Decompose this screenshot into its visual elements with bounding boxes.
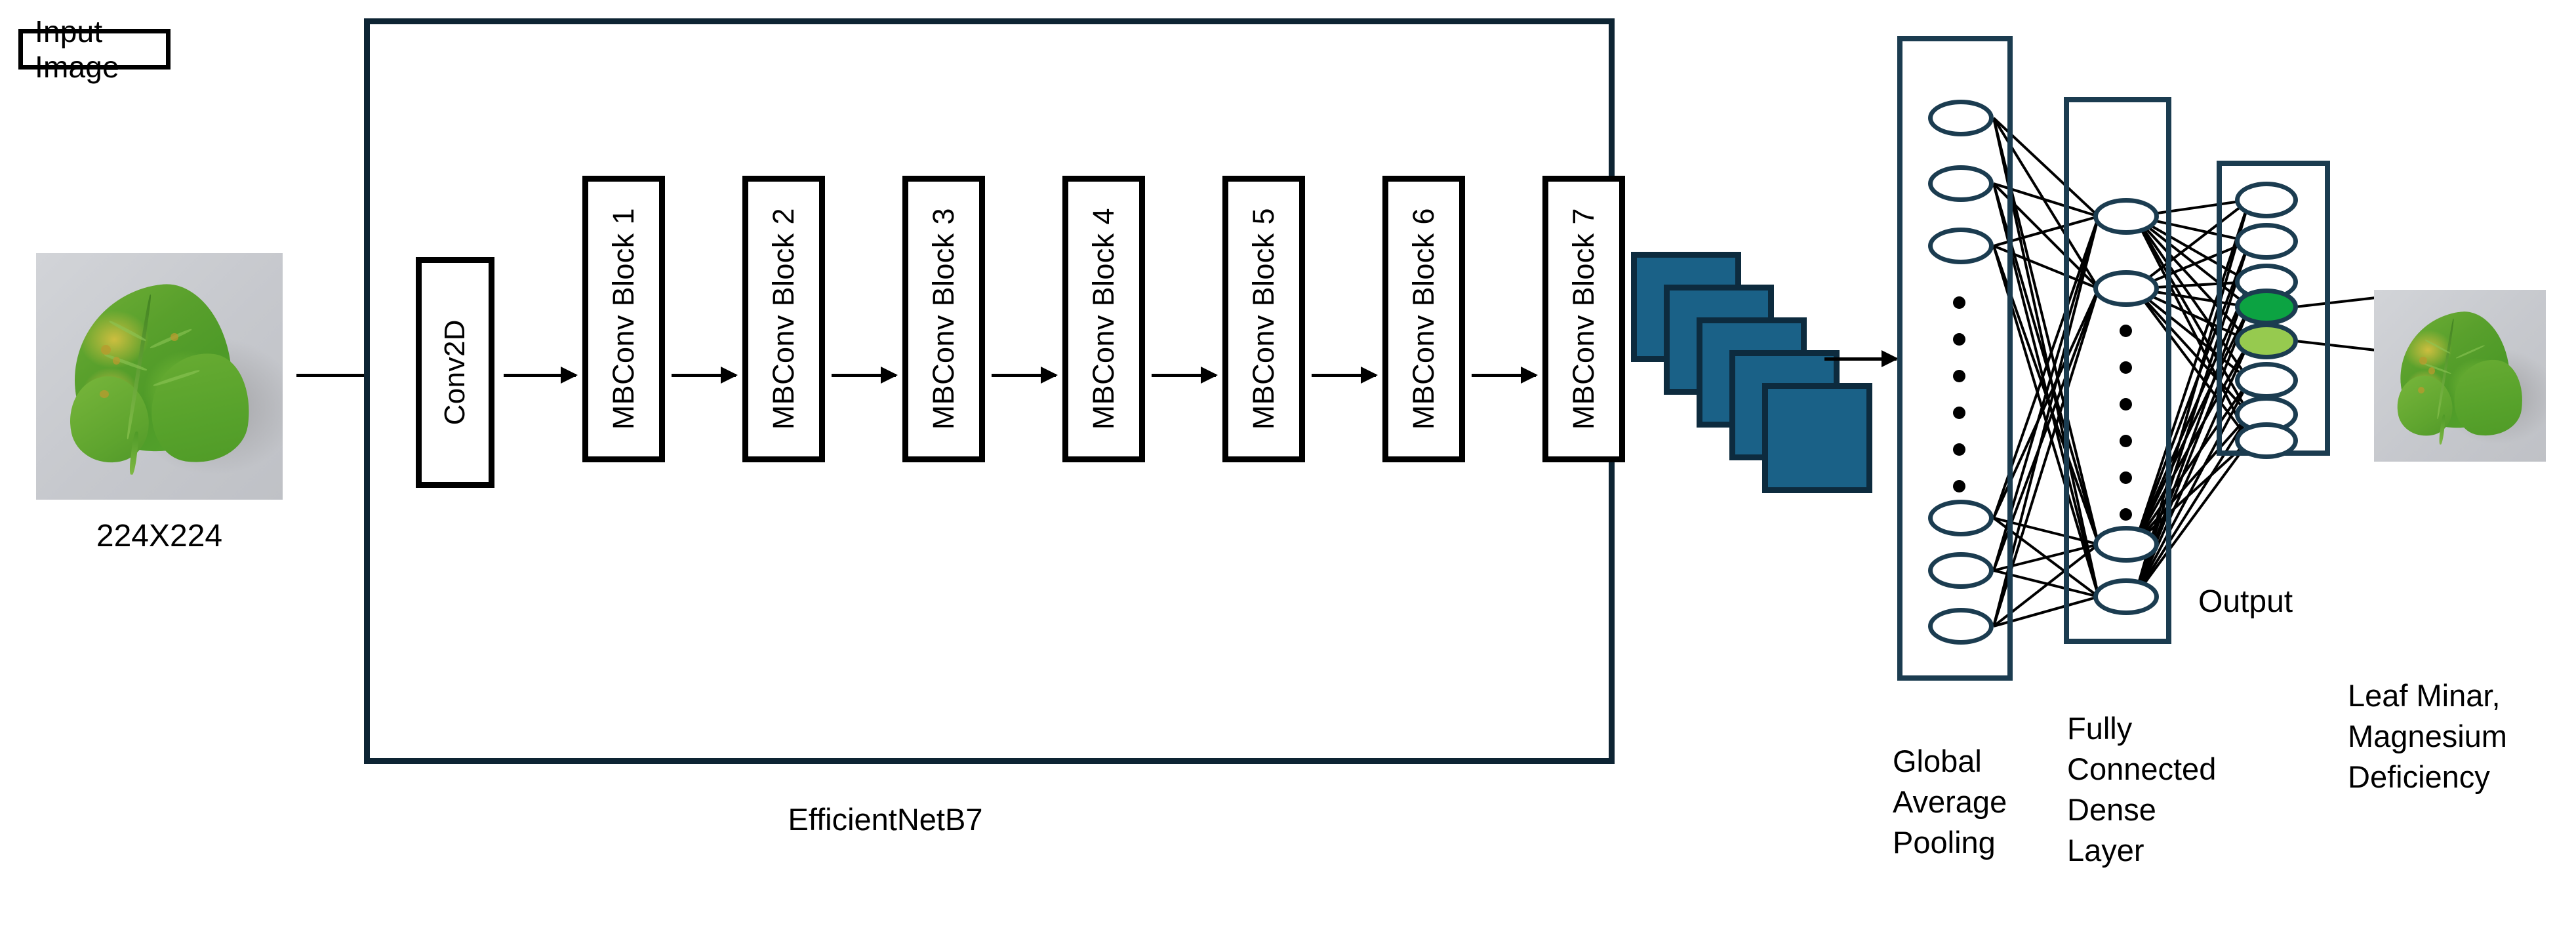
input-image-label: Input Image [18, 14, 171, 84]
mbconv-block-7[interactable]: MBConv Block 7 [1542, 176, 1625, 462]
input-leaf-photo [36, 253, 283, 500]
gap-node [1928, 228, 1994, 264]
input-image-label-text: Input Image [35, 14, 119, 84]
output-node-highlighted-secondary [2235, 323, 2298, 359]
gap-node [1928, 608, 1994, 645]
output-node-highlighted-primary [2235, 289, 2298, 325]
arrow-block1-to-block2 [672, 367, 738, 384]
mbconv-block-5[interactable]: MBConv Block 5 [1222, 176, 1305, 462]
gap-caption-line: Global [1893, 744, 1982, 778]
dense-ellipsis-dot [2120, 398, 2132, 410]
global-average-pooling-caption: Global Average Pooling [1893, 741, 2011, 863]
arrow-block3-to-block4 [992, 367, 1058, 384]
arrow-block5-to-block6 [1312, 367, 1378, 384]
feature-map-5 [1762, 383, 1872, 493]
mbconv-block-7-label: MBConv Block 7 [1567, 208, 1600, 430]
arrow-conv2d-to-block1 [504, 367, 578, 384]
efficientnet-caption: EfficientNetB7 [788, 802, 983, 837]
prediction-leaf-photo [2374, 290, 2546, 462]
output-node [2235, 422, 2298, 459]
gap-node [1928, 500, 1994, 536]
gap-node [1928, 552, 1994, 589]
dense-caption-line: Dense [2067, 792, 2156, 827]
mbconv-block-3[interactable]: MBConv Block 3 [902, 176, 985, 462]
dense-node [2093, 198, 2159, 235]
input-size-caption: 224X224 [96, 519, 223, 553]
leaf-shape [2391, 307, 2528, 445]
chlorosis-spot [171, 332, 178, 341]
gap-node [1928, 165, 1994, 202]
arrow-featuremaps-to-gap [1824, 350, 1899, 367]
chlorosis-spot [99, 390, 109, 399]
chlorosis-spot [112, 356, 120, 365]
dense-ellipsis-dot [2120, 508, 2132, 521]
chlorosis-spot [2428, 367, 2436, 374]
output-node [2235, 223, 2298, 260]
arrow-block6-to-block7 [1472, 367, 1538, 384]
fully-connected-dense-layer-box [2064, 97, 2171, 644]
chlorosis-spot [2419, 356, 2428, 365]
output-node [2235, 362, 2298, 399]
output-node [2235, 182, 2298, 218]
arrow-block2-to-block3 [832, 367, 898, 384]
output-layer-caption: Output [2198, 584, 2293, 619]
dense-node [2093, 578, 2159, 615]
prediction-caption-line: Deficiency [2348, 759, 2490, 794]
leaf-shape [61, 277, 257, 475]
fully-connected-dense-layer-caption: Fully Connected Dense Layer [2067, 708, 2251, 871]
dense-node [2093, 270, 2159, 307]
prediction-caption-line: Leaf Minar, [2348, 678, 2501, 713]
dense-ellipsis-dot [2120, 435, 2132, 447]
gap-caption-line: Pooling [1893, 825, 1996, 860]
gap-node [1928, 100, 1994, 136]
conv2d-block-label: Conv2D [439, 319, 471, 426]
dense-caption-line: Layer [2067, 833, 2144, 868]
dense-node [2093, 526, 2159, 563]
mbconv-block-6-label: MBConv Block 6 [1407, 208, 1440, 430]
mbconv-block-6[interactable]: MBConv Block 6 [1382, 176, 1465, 462]
dense-caption-line: Fully [2067, 711, 2133, 746]
dense-ellipsis-dot [2120, 361, 2132, 374]
mbconv-block-5-label: MBConv Block 5 [1247, 208, 1280, 430]
mbconv-block-4[interactable]: MBConv Block 4 [1062, 176, 1145, 462]
global-average-pooling-box [1897, 36, 2013, 681]
gap-caption-line: Average [1893, 784, 2007, 819]
mbconv-block-1[interactable]: MBConv Block 1 [582, 176, 665, 462]
dense-caption-line: Connected [2067, 751, 2217, 786]
mbconv-block-1-label: MBConv Block 1 [607, 208, 640, 430]
gap-ellipsis-dot [1953, 370, 1965, 382]
mbconv-block-2[interactable]: MBConv Block 2 [742, 176, 825, 462]
gap-ellipsis-dot [1953, 480, 1965, 492]
dense-ellipsis-dot [2120, 325, 2132, 337]
gap-ellipsis-dot [1953, 443, 1965, 456]
mbconv-block-3-label: MBConv Block 3 [927, 208, 960, 430]
arrow-block4-to-block5 [1152, 367, 1218, 384]
prediction-caption: Leaf Minar, Magnesium Deficiency [2348, 675, 2576, 797]
conv2d-block[interactable]: Conv2D [416, 257, 494, 488]
mbconv-block-4-label: MBConv Block 4 [1087, 208, 1120, 430]
chlorosis-spot [2418, 386, 2425, 394]
prediction-caption-line: Magnesium [2348, 719, 2507, 753]
mbconv-block-2-label: MBConv Block 2 [767, 208, 800, 430]
gap-ellipsis-dot [1953, 407, 1965, 419]
chlorosis-spot [101, 344, 111, 355]
gap-ellipsis-dot [1953, 333, 1965, 346]
gap-ellipsis-dot [1953, 296, 1965, 309]
dense-ellipsis-dot [2120, 471, 2132, 484]
